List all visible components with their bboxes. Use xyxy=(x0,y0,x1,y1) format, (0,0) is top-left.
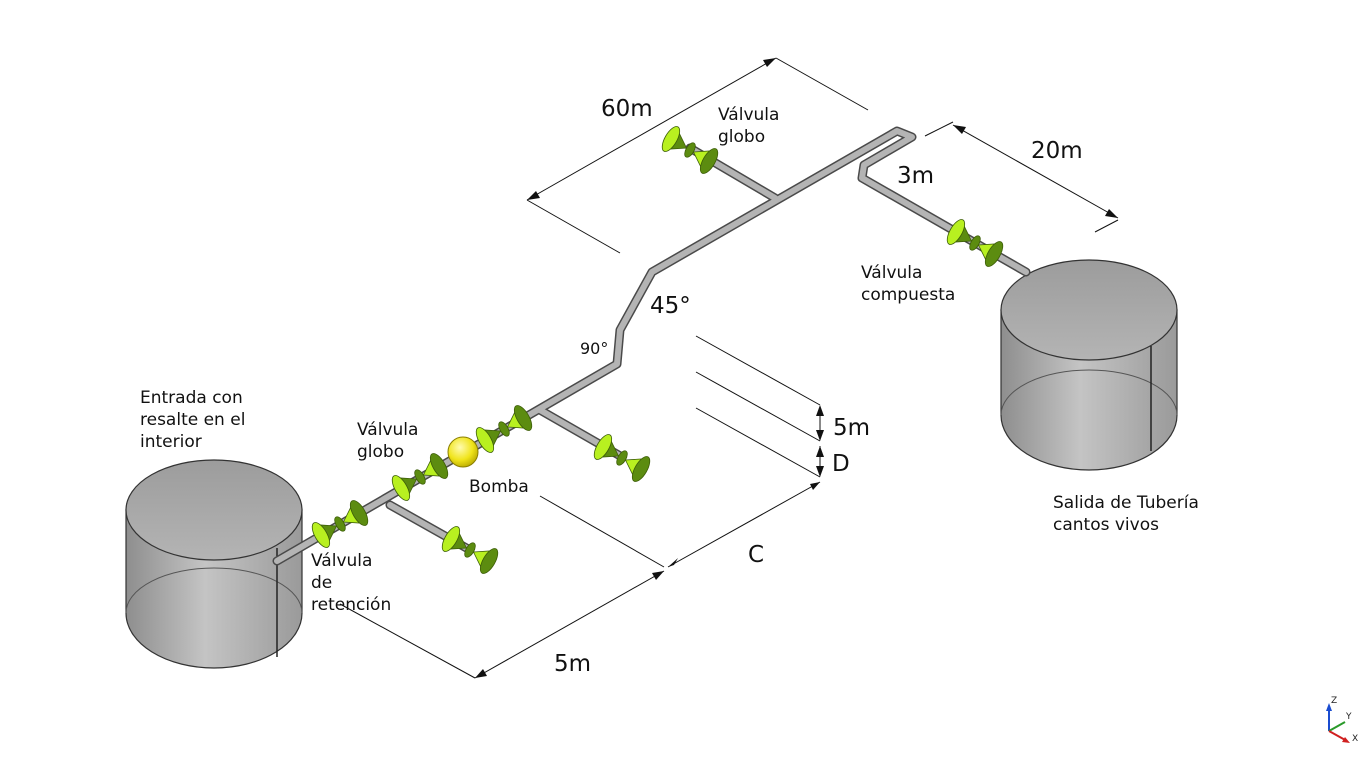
salida-label: Salida de Tubería cantos vivos xyxy=(1053,492,1199,536)
entrada-label: Entrada con resalte en el interior xyxy=(140,387,245,453)
valvula-compuesta-line-1: Válvula xyxy=(861,263,923,283)
valvula-globo-low-line-1: Válvula xyxy=(357,420,419,440)
dim-d: D xyxy=(832,451,850,477)
dim-5m-vertical: 5m xyxy=(833,415,871,441)
valvula-retencion-label: Válvula de retención xyxy=(311,550,391,616)
dim-60m: 60m xyxy=(601,96,653,122)
dimension-lines xyxy=(339,57,1119,679)
valve-icon xyxy=(441,526,499,574)
dim-c: C xyxy=(748,542,765,568)
entrada-line-1: Entrada con xyxy=(140,388,243,408)
outlet-tank xyxy=(1000,259,1178,471)
valvula-retencion-line-1: Válvula xyxy=(311,551,373,571)
axis-y-label: Y xyxy=(1346,712,1352,722)
valvula-globo-top-line-2: globo xyxy=(718,127,766,147)
entrada-line-2: resalte en el xyxy=(140,410,246,430)
entrada-line-3: interior xyxy=(140,432,202,452)
dim-5m-horizontal: 5m xyxy=(554,651,592,677)
valvula-globo-top-label: Válvula globo xyxy=(718,104,779,148)
axis-z-label: Z xyxy=(1331,696,1338,706)
valvula-compuesta-label: Válvula compuesta xyxy=(861,262,955,306)
dim-3m: 3m xyxy=(897,163,935,189)
valve-icon xyxy=(946,219,1004,267)
dim-20m: 20m xyxy=(1031,138,1083,164)
valvula-retencion-line-2: de xyxy=(311,573,333,593)
valvula-globo-low-line-2: globo xyxy=(357,442,405,462)
axis-x-label: X xyxy=(1352,734,1359,744)
valvula-compuesta-line-2: compuesta xyxy=(861,285,956,305)
axis-triad-icon xyxy=(1326,703,1350,743)
dimension-arrows xyxy=(475,58,1118,678)
valve-icon xyxy=(593,434,651,482)
valvula-globo-top-line-1: Válvula xyxy=(718,105,780,125)
salida-line-1: Salida de Tubería xyxy=(1053,493,1199,513)
valvula-retencion-line-3: retención xyxy=(311,595,392,615)
angle-45: 45° xyxy=(650,293,691,319)
valve-icon xyxy=(311,126,1004,574)
valve-icon xyxy=(661,126,719,174)
valve-icon xyxy=(475,405,533,453)
salida-line-2: cantos vivos xyxy=(1053,515,1159,535)
valve-icon xyxy=(391,453,449,501)
angle-90: 90° xyxy=(580,339,609,358)
valvula-globo-low-label: Válvula globo xyxy=(357,419,418,463)
pipe-network xyxy=(272,126,1031,566)
inlet-tank xyxy=(125,459,303,669)
valve-icon xyxy=(311,500,369,548)
bomba-label: Bomba xyxy=(469,477,529,497)
pump-icon xyxy=(447,436,479,468)
